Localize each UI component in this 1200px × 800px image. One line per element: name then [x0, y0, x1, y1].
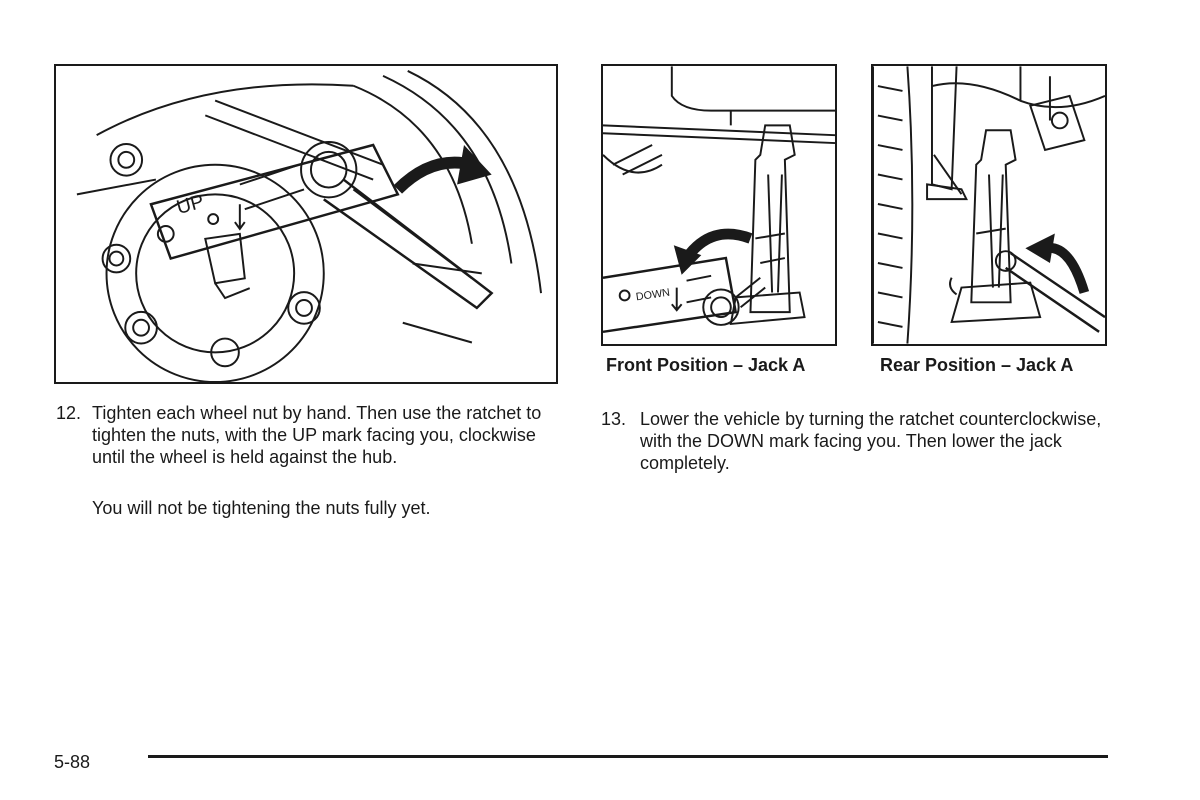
- footer-rule: [148, 755, 1108, 758]
- wheel-nut-icon: [210, 337, 240, 368]
- wheel-nut-icon: [101, 243, 132, 274]
- step-12-note: You will not be tightening the nuts full…: [92, 498, 431, 518]
- ratchet-down-mark: DOWN: [635, 287, 671, 304]
- wheel-ratchet-illustration: UP: [54, 64, 558, 384]
- wheel-nut-icon: [124, 310, 158, 345]
- clockwise-arrow-icon: [393, 145, 492, 194]
- wheel-ratchet-drawing: UP: [76, 70, 543, 382]
- counterclockwise-arrow-icon: [1025, 233, 1090, 294]
- rear-jack-illustration: [871, 64, 1107, 346]
- wheel-nut-icon: [287, 291, 321, 325]
- rear-jack-drawing: [873, 66, 1105, 344]
- ratchet-up-mark: UP: [174, 191, 206, 219]
- front-jack-drawing: DOWN: [603, 66, 835, 334]
- rear-position-caption: Rear Position – Jack A: [880, 355, 1074, 375]
- front-jack-illustration: DOWN: [601, 64, 837, 346]
- step-text: Lower the vehicle by turning the ratchet…: [640, 409, 1102, 473]
- front-position-caption: Front Position – Jack A: [606, 355, 806, 375]
- wheel-nut-icon: [109, 143, 144, 177]
- counterclockwise-arrow-icon: [673, 228, 753, 275]
- page-number: 5-88: [54, 752, 91, 772]
- step-text: Tighten each wheel nut by hand. Then use…: [92, 403, 542, 467]
- step-number: 12.: [56, 403, 82, 423]
- step-number: 13.: [601, 409, 627, 429]
